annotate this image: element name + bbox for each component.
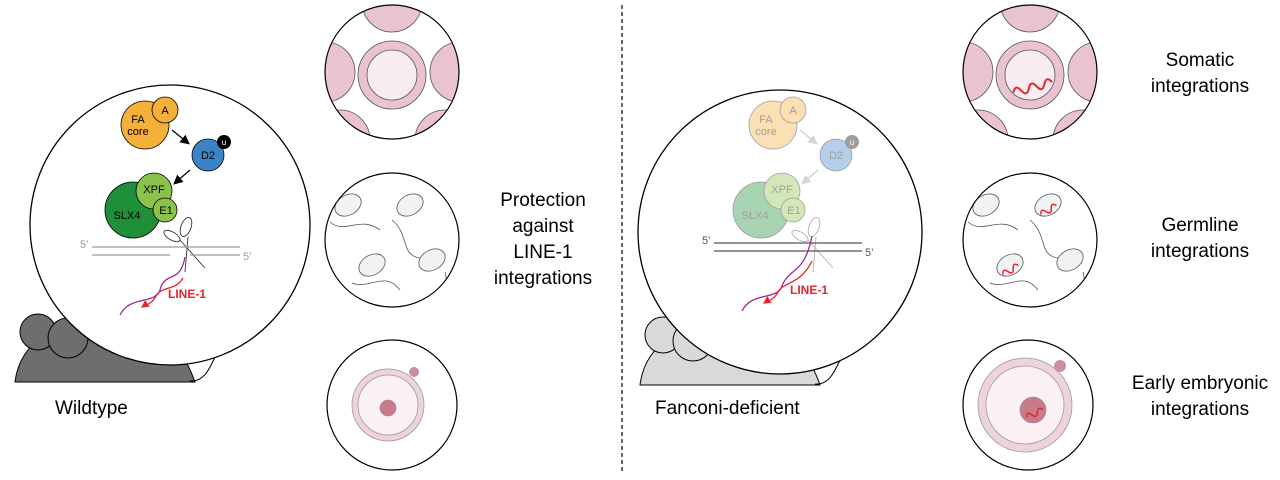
germ-cells-circle [324, 172, 460, 308]
fa-label: FA [759, 114, 773, 126]
five-prime-label: 5’ [865, 247, 874, 259]
outcome-line: against [512, 216, 574, 237]
ubiquitin-icon [845, 135, 859, 149]
somatic-integration-circle [962, 4, 1098, 140]
a-label: A [789, 105, 797, 117]
a-protein [151, 96, 179, 124]
outcome-line: integrations [494, 268, 592, 289]
ubiquitin-icon [217, 135, 231, 149]
a-label: A [161, 105, 169, 117]
fanconi-title: Fanconi-deficient [655, 398, 800, 419]
e1-protein [152, 197, 178, 223]
outcome-germline: Germline [1161, 215, 1238, 236]
embryo-integration-circle [962, 339, 1094, 471]
d2-protein [191, 138, 225, 172]
five-prime-label: 5’ [80, 239, 89, 251]
line1-label: LINE-1 [168, 287, 206, 301]
u-label: u [222, 138, 226, 147]
fanconi-outcomes: Somatic integrations Germline integratio… [1132, 50, 1268, 420]
embryo-circle [326, 339, 458, 471]
somatic-cells-circle [324, 4, 460, 140]
fanconi-zoom-circle [637, 89, 923, 375]
outcome-embryonic: Early embryonic [1132, 373, 1268, 394]
xpf-label: XPF [143, 184, 165, 196]
wildtype-outcome: Protection against LINE-1 integrations [494, 190, 592, 289]
d2-label: D2 [829, 150, 843, 162]
core-label: core [127, 126, 148, 138]
e1-label: E1 [787, 205, 800, 217]
five-prime-label: 5’ [243, 251, 252, 263]
outcome-somatic: Somatic [1166, 50, 1235, 71]
outcome-somatic: integrations [1151, 76, 1249, 97]
d2-label: D2 [201, 150, 215, 162]
wildtype-zoom-circle [29, 84, 311, 366]
line1-rna [119, 256, 186, 316]
core-label: core [755, 126, 776, 138]
slx4-label: SLX4 [742, 210, 769, 222]
wildtype-pathway: FA core A D2 u SLX4 XPF E1 5’ 5’ LINE-1 [80, 96, 252, 316]
line1-label: LINE-1 [790, 283, 828, 297]
scissors-icon [163, 216, 206, 273]
fanconi-pathway: FA core A D2 u SLX4 XPF E1 5’ 5’ [702, 96, 874, 312]
outcome-germline: integrations [1151, 241, 1249, 262]
five-prime-label: 5’ [702, 235, 711, 247]
xpf-label: XPF [771, 184, 793, 196]
germline-integration-circle [962, 172, 1098, 308]
e1-label: E1 [159, 205, 172, 217]
outcome-line: LINE-1 [513, 242, 572, 263]
slx4-label: SLX4 [114, 210, 141, 222]
outcome-embryonic: integrations [1151, 399, 1249, 420]
outcome-line: Protection [500, 190, 586, 211]
fa-label: FA [131, 114, 145, 126]
u-label: u [850, 138, 854, 147]
wildtype-title: Wildtype [55, 398, 128, 419]
line1-cdna [140, 277, 184, 308]
dna-helix-icon [1012, 78, 1053, 95]
